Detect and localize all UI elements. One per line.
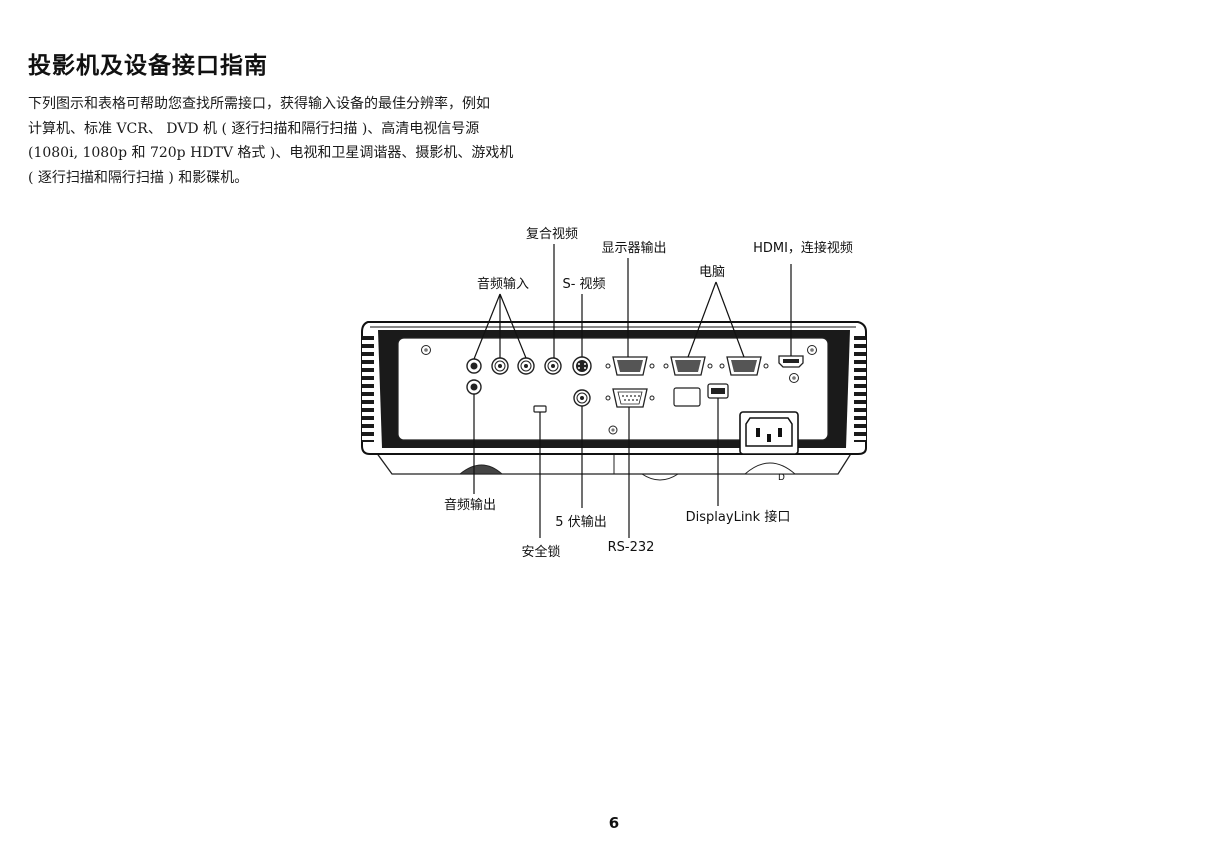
computer-in-port-2	[719, 356, 769, 376]
rs232-port	[605, 388, 655, 408]
foot-icon	[458, 464, 504, 475]
security-lock-slot	[533, 405, 547, 413]
audio-in-rca-right	[517, 357, 535, 375]
left-vent	[362, 336, 374, 442]
label-monitor-out: 显示器输出	[601, 240, 666, 256]
screw-icon	[608, 425, 618, 435]
power-socket	[739, 411, 799, 455]
label-displaylink: DisplayLink 接口	[686, 509, 791, 525]
intro-line: (1080i, 1080p 和 720p HDTV 格式 )、电视和卫星调谐器、…	[28, 145, 514, 161]
intro-paragraph: 下列图示和表格可帮助您查找所需接口，获得输入设备的最佳分辨率，例如 计算机、标准…	[28, 92, 608, 190]
intro-line: ( 逐行扫描和隔行扫描 ) 和影碟机。	[28, 169, 249, 186]
label-s-video: S- 视频	[562, 277, 605, 292]
screw-icon	[421, 345, 431, 355]
label-audio-out: 音频输出	[444, 497, 496, 513]
screw-icon	[789, 373, 799, 383]
intro-line: 计算机、标准 VCR、 DVD 机 ( 逐行扫描和隔行扫描 )、高清电视信号源	[28, 120, 480, 137]
hdmi-port	[778, 355, 804, 368]
audio-out-jack	[466, 379, 482, 395]
label-five-volt-out: 5 伏输出	[555, 514, 606, 530]
leader-lines	[473, 244, 792, 538]
label-audio-in: 音频输入	[477, 276, 529, 292]
right-vent	[854, 336, 866, 442]
blank-cover	[673, 387, 701, 407]
s-video-port	[572, 356, 592, 376]
label-composite-video: 复合视频	[526, 227, 578, 242]
label-computer: 电脑	[699, 265, 725, 280]
screw-icon	[807, 345, 817, 355]
foot-icon	[743, 462, 797, 475]
label-hdmi: HDMI，连接视频	[753, 240, 853, 256]
computer-in-port-1	[663, 356, 713, 376]
composite-video-rca	[544, 357, 562, 375]
audio-in-jack-1	[466, 358, 482, 374]
page-title: 投影机及设备接口指南	[28, 53, 268, 79]
label-rs232: RS-232	[608, 540, 655, 555]
intro-line: 下列图示和表格可帮助您查找所需接口，获得输入设备的最佳分辨率，例如	[28, 96, 490, 112]
svg-text:D: D	[778, 473, 785, 483]
label-security-lock: 安全锁	[521, 544, 560, 560]
audio-in-rca-left	[491, 357, 509, 375]
displaylink-port	[707, 383, 729, 399]
page-number: 6	[608, 814, 620, 832]
monitor-out-port	[605, 356, 655, 376]
five-volt-out-jack	[573, 389, 591, 407]
